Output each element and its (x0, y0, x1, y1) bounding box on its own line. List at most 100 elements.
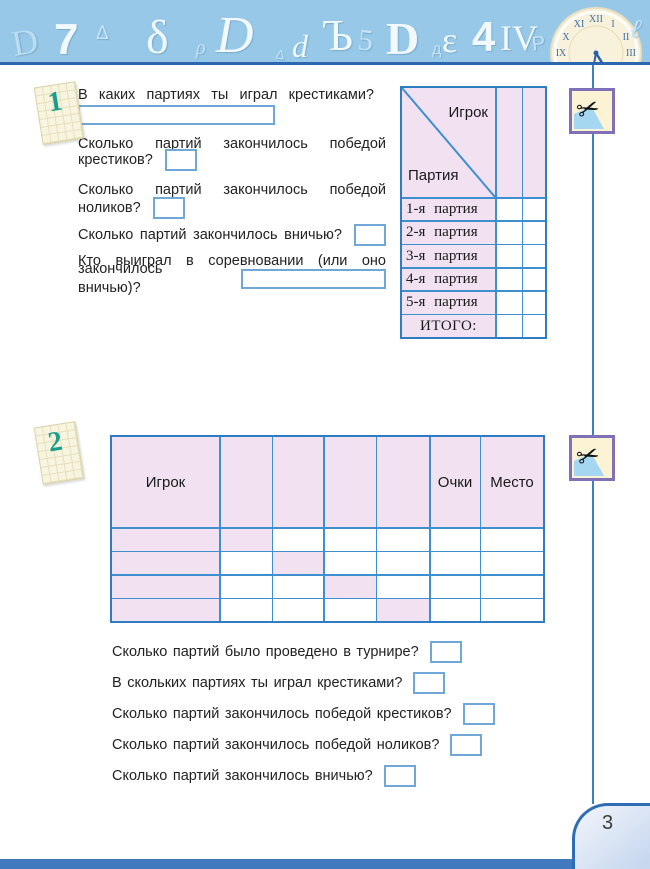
answer-box[interactable] (413, 672, 446, 694)
decorative-letter: ε (442, 20, 458, 60)
svg-text:XII: XII (589, 14, 603, 25)
table-cell[interactable] (273, 528, 323, 551)
decorative-letter: 5 (356, 23, 375, 58)
decorative-letter: 7 (54, 15, 79, 64)
svg-text:I: I (611, 19, 614, 30)
table-row-label: 4-я партия (402, 268, 495, 291)
table-row-label: 1-я партия (402, 198, 495, 221)
answer-box[interactable] (152, 197, 185, 219)
table-header-cell[interactable] (324, 437, 376, 527)
table-header-cell[interactable] (496, 88, 522, 197)
answer-box[interactable] (429, 641, 462, 663)
scissors-icon: ✂ (569, 435, 615, 481)
decorative-letter: P (530, 32, 547, 56)
decorative-letter: д (432, 41, 442, 58)
answer-box[interactable] (241, 269, 386, 289)
decorative-letter: Δ (274, 46, 286, 63)
table-cell[interactable] (273, 599, 323, 621)
question-text: Сколько партий закончилось победой (78, 182, 386, 198)
table-cell[interactable] (523, 268, 545, 291)
question-text: В скольких партиях ты играл крестиками? (112, 675, 403, 691)
table-cell[interactable] (496, 221, 522, 244)
table-cell[interactable] (377, 575, 429, 598)
cut-line (592, 64, 594, 804)
table-header-cell[interactable] (377, 437, 429, 527)
table-cell[interactable] (496, 245, 522, 267)
decorative-letter: IV (500, 18, 538, 58)
question-text: В каких партиях ты играл крестиками? (78, 87, 374, 103)
question-text: Сколько партий закончилось вничью? (78, 226, 342, 243)
exercise2-tournament-table: Игрок Очки Место (110, 435, 545, 623)
bottom-edge-bar (0, 859, 650, 869)
table-cell[interactable] (112, 528, 219, 551)
table-cell[interactable] (523, 315, 545, 337)
table-cell[interactable] (273, 575, 323, 598)
decorative-letter: D (216, 7, 254, 64)
table-cell[interactable] (220, 599, 272, 621)
table-header-cell[interactable] (220, 437, 272, 527)
question-text: крестиков? (78, 151, 153, 168)
table-cell[interactable] (430, 575, 480, 598)
decorative-letter: Ъ (322, 11, 354, 60)
answer-box[interactable] (354, 224, 386, 246)
table-cell[interactable] (481, 552, 543, 574)
page-number: 3 (602, 812, 614, 834)
svg-text:IX: IX (556, 48, 567, 59)
decorative-letter: D (386, 13, 420, 64)
table-cell[interactable] (377, 552, 429, 574)
decorative-letter: 4 (472, 13, 496, 60)
exercise1-number-badge: 1 (33, 81, 85, 145)
svg-text:X: X (562, 32, 570, 43)
table-cell[interactable] (496, 315, 522, 337)
answer-box[interactable] (383, 765, 416, 787)
answer-box[interactable] (462, 703, 495, 725)
table-corner-cell: Игрок Партия (402, 88, 495, 197)
table-cell[interactable] (324, 552, 376, 574)
table-cell[interactable] (523, 221, 545, 244)
answer-box[interactable] (78, 105, 275, 125)
scissors-icon: ✂ (569, 88, 615, 134)
svg-text:II: II (623, 32, 630, 43)
table-cell[interactable] (523, 245, 545, 267)
table-cell[interactable] (496, 268, 522, 291)
table-header-cell[interactable] (523, 88, 545, 197)
table-cell[interactable] (481, 599, 543, 621)
table-total-label: ИТОГО: (402, 315, 495, 337)
table-cell[interactable] (523, 291, 545, 314)
table-cell[interactable] (481, 528, 543, 551)
table-cell[interactable] (430, 552, 480, 574)
question-text: Сколько партий было проведено в турнире? (112, 644, 419, 660)
table-cell[interactable] (112, 552, 219, 574)
table-cell[interactable] (112, 599, 219, 621)
table-cell[interactable] (220, 575, 272, 598)
table-cell[interactable] (324, 575, 376, 598)
table-cell[interactable] (481, 575, 543, 598)
table-cell[interactable] (496, 198, 522, 221)
answer-box[interactable] (450, 734, 483, 756)
table-cell[interactable] (523, 198, 545, 221)
table-row-label: 2-я партия (402, 221, 495, 244)
table-row-label: 3-я партия (402, 245, 495, 267)
corner-label-player: Игрок (448, 104, 489, 121)
table-cell[interactable] (496, 291, 522, 314)
table-cell[interactable] (430, 528, 480, 551)
table-cell[interactable] (430, 599, 480, 621)
decorative-letter: d (292, 28, 308, 64)
svg-text:XI: XI (574, 19, 585, 30)
corner-label-game: Партия (408, 167, 459, 184)
table-cell[interactable] (324, 528, 376, 551)
table-cell[interactable] (377, 599, 429, 621)
table-cell[interactable] (273, 552, 323, 574)
svg-text:III: III (626, 48, 636, 59)
answer-box[interactable] (164, 149, 197, 171)
table-cell[interactable] (377, 528, 429, 551)
question-text: Сколько партий закончилось вничью? (112, 768, 373, 784)
question-text: Кто выиграл в соревновании (или оно (78, 253, 386, 269)
exercise2-number-badge: 2 (33, 421, 85, 485)
table-cell[interactable] (220, 528, 272, 551)
table-cell[interactable] (220, 552, 272, 574)
table-cell[interactable] (324, 599, 376, 621)
table-header-cell[interactable] (273, 437, 323, 527)
table-cell[interactable] (112, 575, 219, 598)
